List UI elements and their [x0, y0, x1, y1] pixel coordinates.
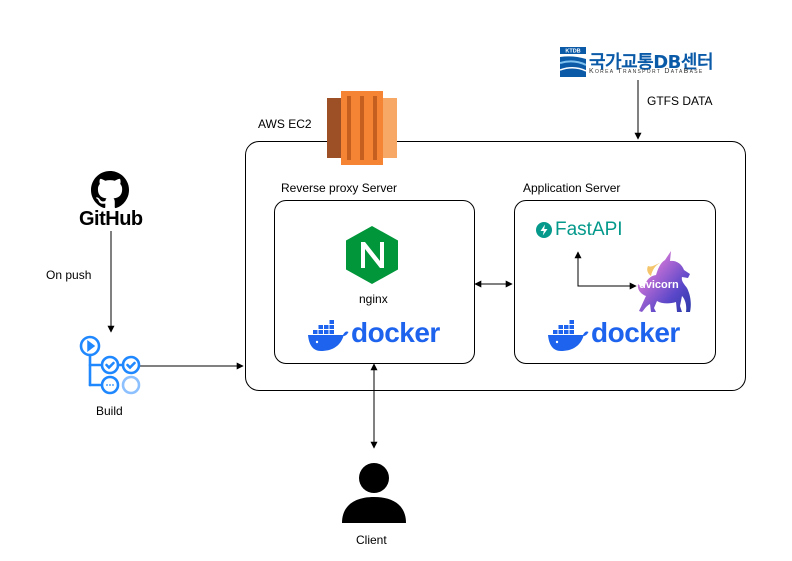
github-wordmark: GitHub [79, 208, 143, 230]
github-actions-icon [79, 335, 141, 395]
nginx-icon [346, 226, 398, 284]
nginx-label: nginx [359, 292, 388, 306]
docker-wordmark: docker [591, 317, 680, 348]
docker-wordmark: docker [351, 317, 440, 348]
fastapi-wordmark: FastAPI [555, 219, 623, 240]
ktdb-english-name: Korea Transport DataBase [589, 68, 704, 75]
fastapi-bolt-icon [536, 222, 552, 238]
aws-ec2-label: AWS EC2 [258, 117, 312, 131]
uvicorn-unicorn-icon [637, 251, 691, 312]
ktdb-korean-name: 국가교통DB센터 [589, 52, 714, 73]
ktdb-logo-icon: KTDB [560, 47, 586, 77]
client-label: Client [356, 533, 387, 547]
reverse-proxy-label: Reverse proxy Server [281, 181, 398, 195]
docker-whale-icon [548, 320, 589, 351]
fastapi-uvicorn-arrow [574, 251, 637, 290]
client-user-icon [342, 463, 406, 523]
uvicorn-wordmark: uvicorn [639, 279, 679, 291]
on-push-label: On push [46, 268, 92, 282]
gtfs-data-label: GTFS DATA [647, 94, 713, 108]
github-octocat-icon [91, 171, 129, 209]
docker-whale-icon [308, 320, 349, 351]
build-label: Build [96, 404, 123, 418]
ktdb-badge-text: KTDB [565, 49, 580, 55]
aws-ec2-icon [327, 91, 397, 165]
application-server-label: Application Server [523, 181, 621, 195]
